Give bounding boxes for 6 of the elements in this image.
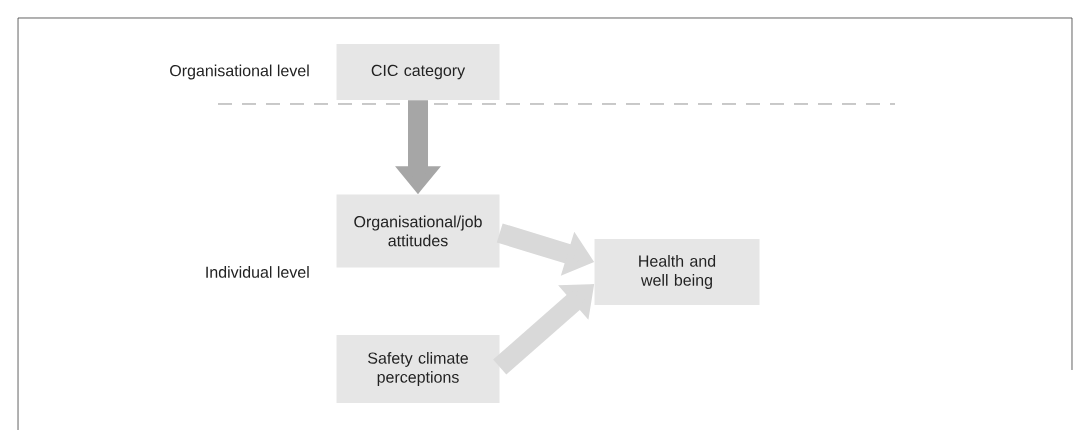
process-box: Organisational/job attitudes [336, 194, 500, 268]
process-box: Health and well being [594, 239, 760, 305]
process-box: CIC category [336, 44, 500, 100]
process-box: Safety climate perceptions [336, 335, 500, 403]
level-label: Organisational level [170, 64, 309, 80]
level-label: Individual level [206, 266, 309, 278]
